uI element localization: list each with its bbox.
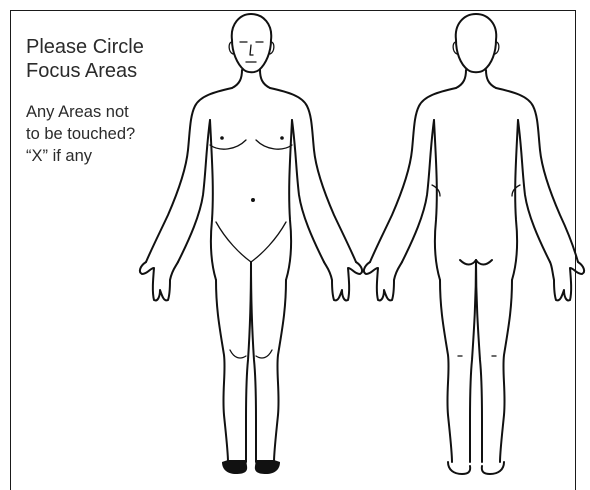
back-body-figure[interactable] <box>364 14 584 474</box>
front-head <box>232 14 272 72</box>
front-body-figure[interactable] <box>140 14 362 474</box>
back-head <box>456 14 497 72</box>
